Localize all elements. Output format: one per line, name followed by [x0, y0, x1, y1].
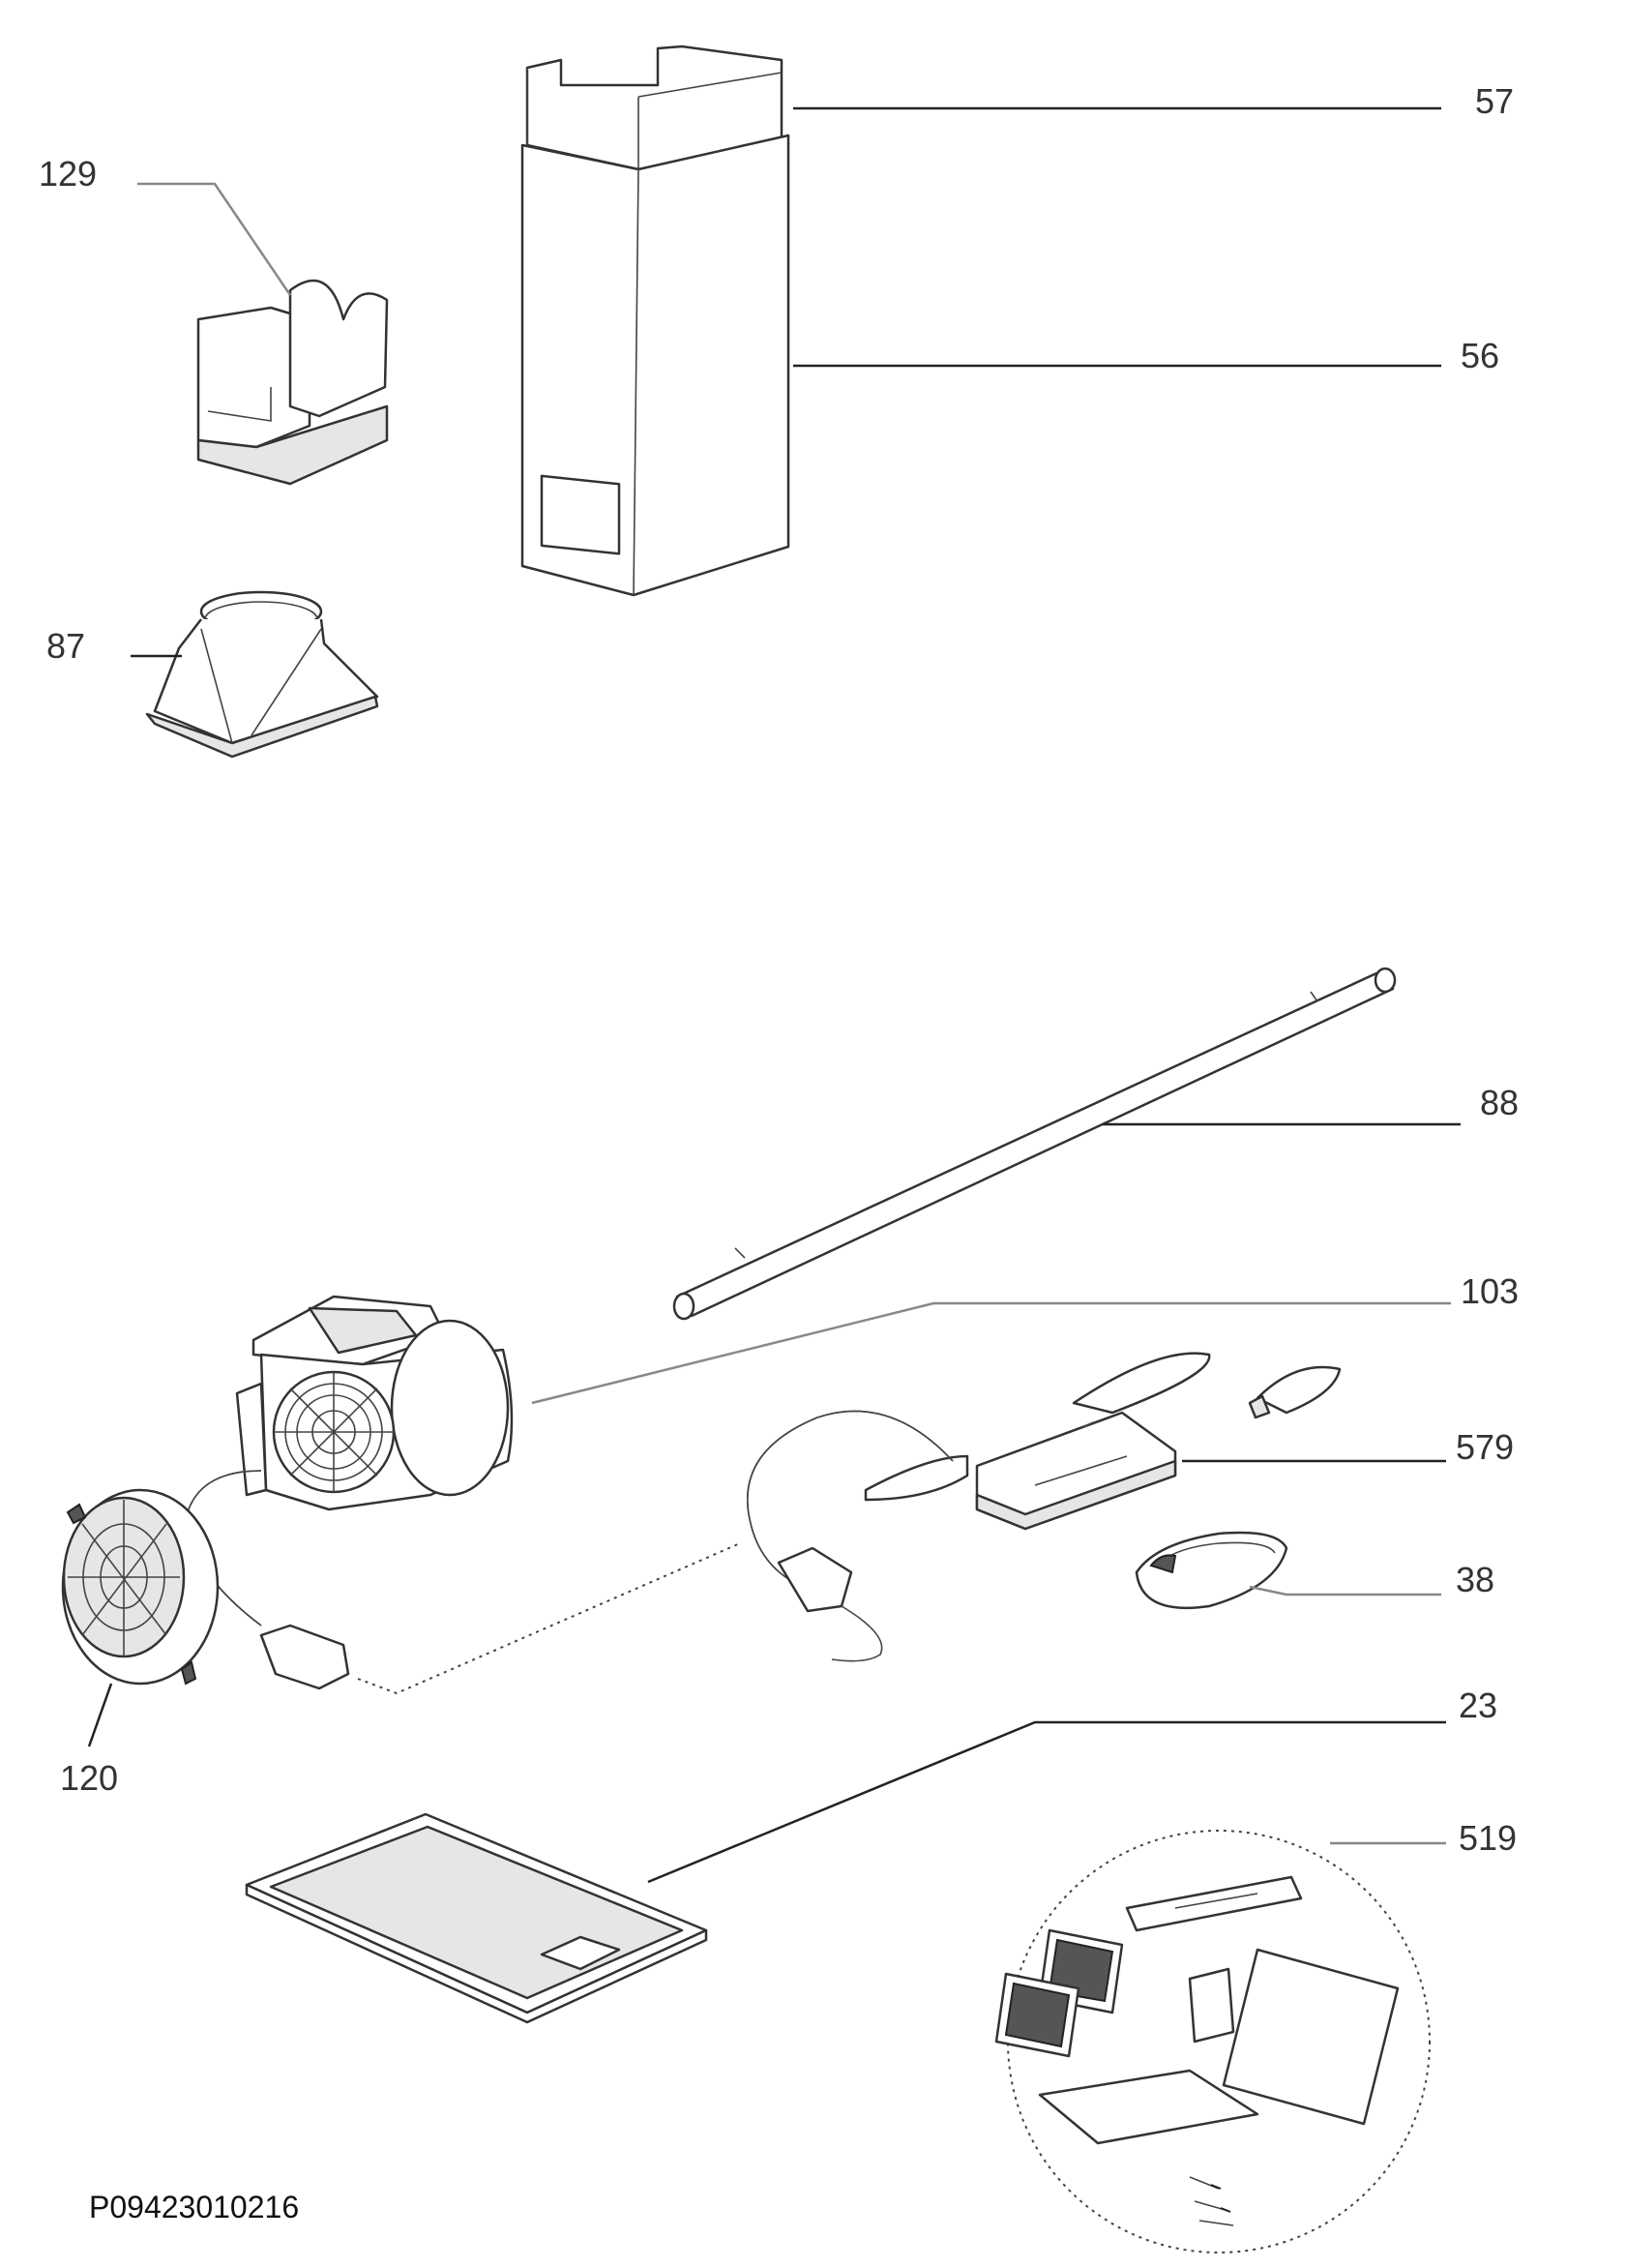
label-38: 38 [1456, 1560, 1494, 1599]
chimney-lower-cover-56[interactable] [520, 134, 790, 597]
label-57: 57 [1475, 81, 1514, 121]
grease-filter-23[interactable] [245, 1812, 708, 2024]
rod-88[interactable] [672, 967, 1397, 1321]
label-56: 56 [1461, 336, 1499, 375]
label-129: 129 [39, 154, 97, 194]
part-labels: 57 56 129 87 88 103 579 38 23 120 519 P0… [39, 81, 1519, 2224]
label-87: 87 [46, 626, 85, 666]
label-88: 88 [1480, 1083, 1519, 1122]
leader-lines [87, 106, 1461, 1884]
label-120: 120 [60, 1758, 118, 1798]
duct-adapter-87[interactable] [145, 590, 379, 759]
document-code: P09423010216 [89, 2190, 299, 2224]
label-579: 579 [1456, 1427, 1514, 1467]
connector-link-dotted [357, 1542, 741, 1695]
carbon-filter-120[interactable] [61, 1488, 220, 1686]
accessory-kit-519[interactable] [994, 1830, 1431, 2253]
air-deflector-129[interactable] [196, 279, 389, 486]
lamp-cover-38[interactable] [1135, 1531, 1288, 1610]
label-23: 23 [1459, 1686, 1497, 1725]
motor-blower-103[interactable] [187, 1295, 514, 1690]
label-519: 519 [1459, 1818, 1517, 1858]
control-board-579[interactable] [746, 1352, 1342, 1662]
label-103: 103 [1461, 1271, 1519, 1311]
